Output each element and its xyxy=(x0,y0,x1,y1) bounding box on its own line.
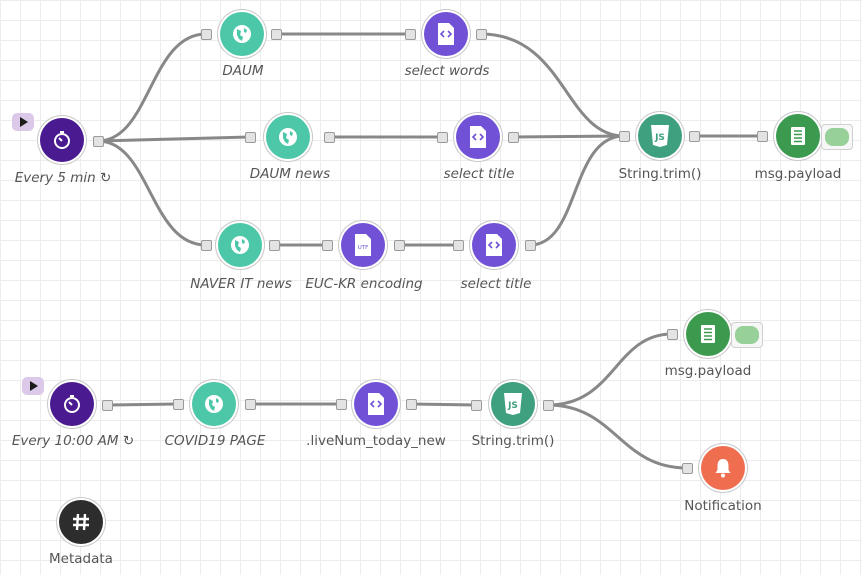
http-request-node-covid19-page[interactable] xyxy=(192,382,236,426)
output-port[interactable] xyxy=(271,29,282,40)
input-port[interactable] xyxy=(437,132,448,143)
http-request-node-naver-it-news[interactable] xyxy=(218,223,262,267)
globe-icon xyxy=(205,395,223,413)
output-port[interactable] xyxy=(269,240,280,251)
inject-node-every-10-am[interactable] xyxy=(50,382,94,426)
input-port[interactable] xyxy=(322,240,333,251)
http-request-node-daum-news[interactable] xyxy=(266,115,310,159)
input-port[interactable] xyxy=(173,399,184,410)
wire xyxy=(547,403,688,470)
svg-text:JS: JS xyxy=(654,133,665,143)
function-node-string-trim[interactable]: JS xyxy=(638,114,682,158)
html-node-select-title[interactable] xyxy=(456,115,500,159)
output-port[interactable] xyxy=(543,400,554,411)
node-label: msg.payload xyxy=(754,166,842,182)
node-label: COVID19 PAGE xyxy=(164,433,266,449)
debug-node-msg-payload[interactable] xyxy=(776,114,820,158)
code-file-icon xyxy=(470,126,486,148)
output-port[interactable] xyxy=(406,399,417,410)
wire xyxy=(512,134,625,139)
function-node-string-trim[interactable]: JS xyxy=(491,382,535,426)
http-request-node-daum[interactable] xyxy=(220,12,264,56)
node-label: select title xyxy=(460,276,532,292)
debug-node-msg-payload[interactable] xyxy=(686,312,730,356)
input-port[interactable] xyxy=(667,329,678,340)
output-port[interactable] xyxy=(476,29,487,40)
output-port[interactable] xyxy=(93,136,104,147)
node-label: Every 5 min ↻ xyxy=(14,170,112,186)
output-port[interactable] xyxy=(525,240,536,251)
globe-icon xyxy=(279,128,297,146)
input-port[interactable] xyxy=(682,463,693,474)
node-label: Notification xyxy=(684,498,762,514)
html-node-livenum-today-new[interactable] xyxy=(354,382,398,426)
node-label: NAVER IT news xyxy=(190,276,292,292)
inject-node-every-5-min[interactable] xyxy=(40,118,84,162)
node-label: msg.payload xyxy=(664,363,752,379)
debug-toggle[interactable] xyxy=(731,322,763,348)
node-label: Metadata xyxy=(49,551,113,567)
hash-icon xyxy=(73,513,89,531)
input-port[interactable] xyxy=(336,399,347,410)
wire xyxy=(480,32,625,138)
node-label: Every 10:00 AM ↻ xyxy=(11,433,135,449)
utf-file-icon: UTF xyxy=(355,234,371,256)
input-port[interactable] xyxy=(757,131,768,142)
globe-icon xyxy=(231,236,249,254)
notification-node[interactable] xyxy=(701,446,745,490)
input-port[interactable] xyxy=(405,29,416,40)
node-label: String.trim() xyxy=(618,166,702,182)
input-port[interactable] xyxy=(453,240,464,251)
node-label: String.trim() xyxy=(471,433,555,449)
input-port[interactable] xyxy=(201,240,212,251)
list-icon xyxy=(701,325,715,343)
debug-toggle-knob xyxy=(825,128,849,146)
output-port[interactable] xyxy=(394,240,405,251)
wire xyxy=(410,402,477,407)
wire xyxy=(97,135,251,143)
html-node-select-words[interactable] xyxy=(424,12,468,56)
node-label: DAUM news xyxy=(249,166,331,182)
encoding-node-euc-kr[interactable]: UTF xyxy=(341,223,385,267)
inject-trigger-button[interactable] xyxy=(22,377,44,395)
svg-text:UTF: UTF xyxy=(358,245,369,251)
metadata-node[interactable] xyxy=(59,500,103,544)
svg-text:JS: JS xyxy=(507,401,518,411)
bell-icon xyxy=(715,459,731,478)
input-port[interactable] xyxy=(471,400,482,411)
wire xyxy=(97,139,207,247)
node-label: select title xyxy=(443,166,515,182)
code-file-icon xyxy=(438,23,454,45)
input-port[interactable] xyxy=(245,132,256,143)
code-file-icon xyxy=(486,234,502,256)
list-icon xyxy=(791,127,805,145)
output-port[interactable] xyxy=(689,131,700,142)
node-label: DAUM xyxy=(222,63,264,79)
code-file-icon xyxy=(368,393,384,415)
globe-icon xyxy=(233,25,251,43)
stopwatch-icon xyxy=(54,131,70,149)
js-icon: JS xyxy=(651,125,669,147)
html-node-select-title[interactable] xyxy=(472,223,516,267)
input-port[interactable] xyxy=(201,29,212,40)
wire xyxy=(106,402,179,407)
inject-trigger-button[interactable] xyxy=(12,113,34,131)
wire xyxy=(529,134,625,247)
node-label: .liveNum_today_new xyxy=(306,433,446,449)
input-port[interactable] xyxy=(619,131,630,142)
stopwatch-icon xyxy=(64,395,80,413)
node-label: EUC-KR encoding xyxy=(305,276,423,292)
debug-toggle[interactable] xyxy=(821,124,853,150)
wire xyxy=(547,332,673,407)
output-port[interactable] xyxy=(508,132,519,143)
output-port[interactable] xyxy=(245,399,256,410)
wire xyxy=(97,32,207,143)
output-port[interactable] xyxy=(102,400,113,411)
output-port[interactable] xyxy=(324,132,335,143)
debug-toggle-knob xyxy=(735,326,759,344)
node-label: select words xyxy=(404,63,490,79)
js-icon: JS xyxy=(504,393,522,415)
